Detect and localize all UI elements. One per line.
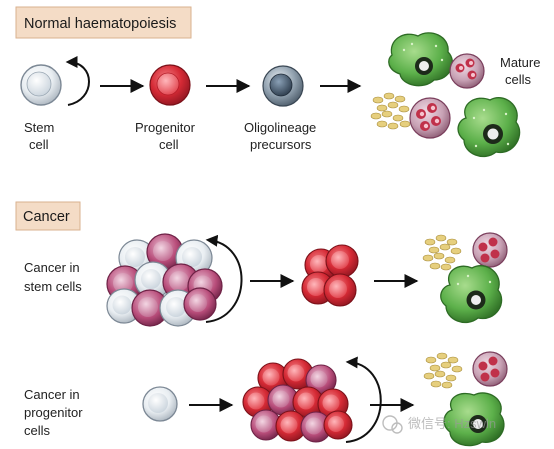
platelet-cluster-cancer-1: [422, 234, 462, 271]
macrophage-cell-large: [457, 97, 521, 157]
cancer-stem-cell-cluster: [106, 233, 223, 327]
cancer-progenitor-cluster: [242, 358, 353, 443]
cancer-prog-row-label-line1: Cancer in: [24, 387, 80, 402]
cancer-stem-mature-cells: [422, 232, 508, 323]
normal-stem-cell-row2: [142, 386, 178, 422]
cancer-section-header: Cancer: [15, 201, 81, 231]
stem-cell-label-line1: Stem: [24, 120, 54, 135]
cancer-progenitor-self-renewal-arrow: [345, 356, 382, 443]
granulocyte-cell: [449, 53, 485, 89]
cancer-prog-row-label-line2: progenitor: [24, 405, 83, 420]
stem-cell: [20, 64, 62, 106]
granulocyte-cell-cancer-2: [472, 351, 508, 387]
cancer-stem-row-label-line2: stem cells: [24, 279, 82, 294]
cancer-stem-row-label-line1: Cancer in: [24, 260, 80, 275]
platelet-cluster: [370, 92, 411, 130]
granulocyte-cell-cancer-1: [472, 232, 508, 268]
progenitor-cell: [149, 64, 191, 106]
cancer-section-title: Cancer: [23, 209, 70, 225]
cancer-stem-self-renewal-arrow: [205, 234, 243, 323]
macrophage-cell-cancer-1: [440, 265, 503, 323]
macrophage-cell: [388, 32, 453, 87]
normal-section-title: Normal haematopoiesis: [24, 16, 176, 32]
normal-section-header: Normal haematopoiesis: [15, 6, 192, 39]
mature-cells-label-line1: Mature: [500, 55, 540, 70]
progenitor-label-line1: Progenitor: [135, 120, 196, 135]
watermark: 微信号: Hzswln: [382, 415, 496, 434]
cancer-progenitor-mature-cells: [423, 351, 508, 447]
cancer-prog-row-label-line3: cells: [24, 423, 51, 438]
macrophage-cell-cancer-2: [443, 392, 505, 447]
progenitor-label-line2: cell: [159, 137, 179, 152]
cancer-stem-progenitor-cluster: [301, 244, 359, 307]
mature-cells-label-line2: cells: [505, 72, 532, 87]
self-renewal-arrow: [65, 56, 90, 106]
neutrophil-cell: [409, 97, 451, 139]
stem-cell-label-line2: cell: [29, 137, 49, 152]
oligolineage-label-line1: Oligolineage: [244, 120, 316, 135]
watermark-text: 微信号: Hzswln: [408, 416, 496, 431]
mature-cells-cluster: [370, 32, 521, 157]
oligolineage-precursor-cell: [262, 65, 304, 107]
oligolineage-label-line2: precursors: [250, 137, 312, 152]
platelet-cluster-cancer-2: [423, 352, 463, 389]
